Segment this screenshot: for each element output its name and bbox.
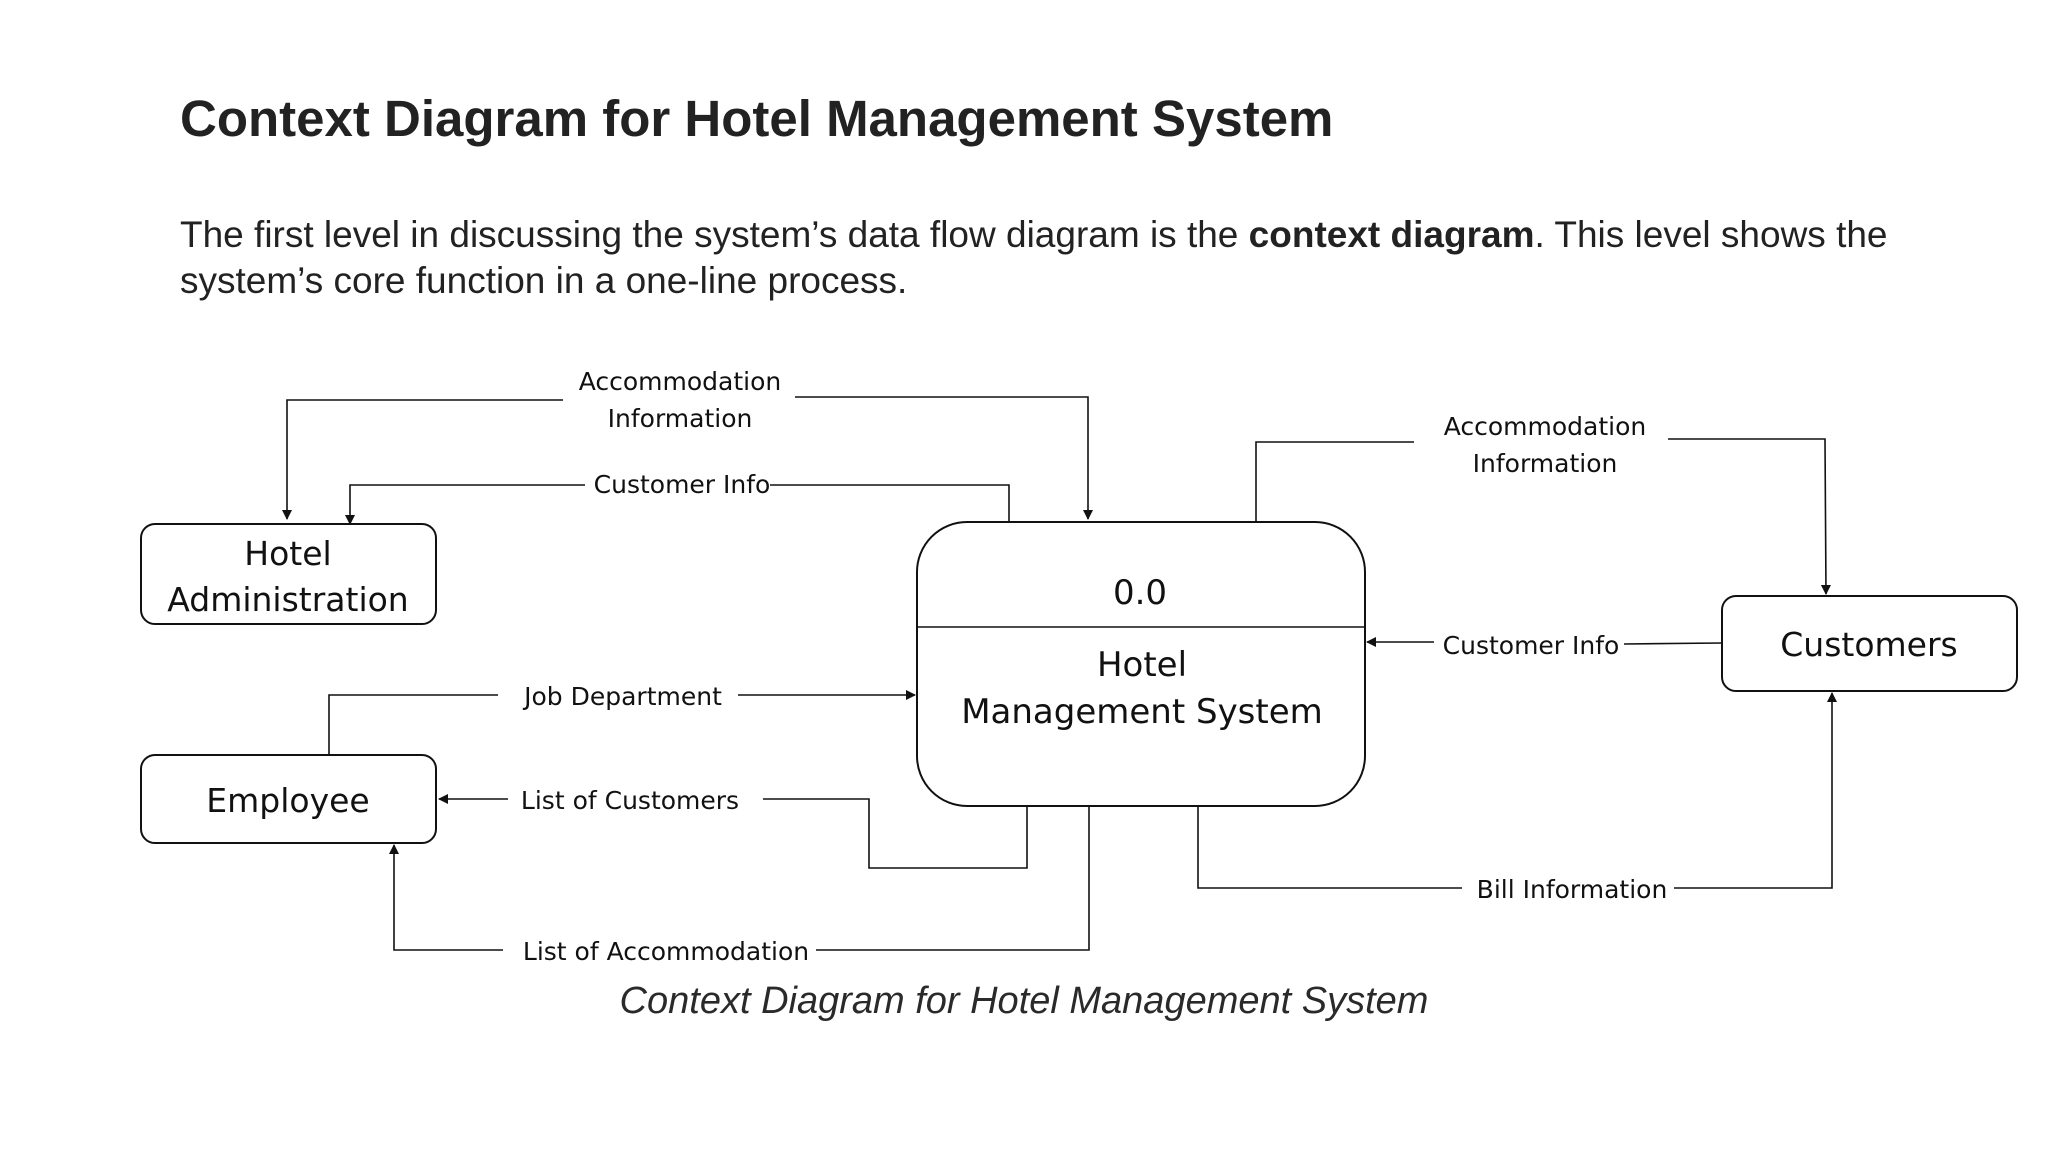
- entity-hotel-administration-line1: Hotel: [244, 534, 331, 573]
- entity-employee: Employee: [140, 754, 437, 844]
- flow-line-list-accommodation-right: [816, 806, 1090, 951]
- process-number: 0.0: [1113, 573, 1167, 613]
- process-name-line1: Hotel: [1097, 645, 1187, 685]
- flow-label-bill-information: Bill Information: [1477, 875, 1668, 904]
- page-title: Context Diagram for Hotel Management Sys…: [180, 90, 1334, 147]
- flow-label-list-of-accommodation: List of Accommodation: [523, 937, 809, 966]
- flow-label-customers-customer-info: Customer Info: [1443, 631, 1620, 660]
- flow-label-admin-accommodation-line2: Information: [608, 404, 753, 433]
- entity-hotel-administration-line2: Administration: [167, 580, 408, 619]
- flow-label-list-of-customers: List of Customers: [521, 786, 739, 815]
- entity-customers-label: Customers: [1780, 625, 1958, 664]
- flow-line-admin-accommodation-right: [795, 396, 1093, 520]
- flow-label-job-department: Job Department: [522, 682, 722, 711]
- intro-text-start: The first level in discussing the system…: [180, 214, 1249, 255]
- flow-line-bill-information-left: [1197, 806, 1462, 889]
- entity-employee-label: Employee: [206, 781, 369, 820]
- flow-line-admin-customer-info-left: [345, 484, 585, 525]
- figure-caption: Context Diagram for Hotel Management Sys…: [619, 980, 1429, 1022]
- intro-text-end: . This level shows the system’s core fun…: [180, 214, 1888, 301]
- flow-line-list-accommodation-left: [389, 844, 503, 951]
- flow-label-admin-accommodation-line1: Accommodation: [579, 367, 782, 396]
- flow-line-admin-accommodation-left: [282, 399, 563, 520]
- intro-bold-term: context diagram: [1248, 214, 1535, 255]
- flow-label-admin-customer-info: Customer Info: [594, 470, 771, 499]
- flow-line-admin-customer-info-right: [770, 484, 1010, 521]
- process-hotel-management-system: 0.0 Hotel Management System: [916, 521, 1366, 807]
- process-name-line2: Management System: [961, 692, 1323, 732]
- flow-label-customers-accommodation-line1: Accommodation: [1444, 412, 1647, 441]
- flow-line-customers-customer-info-right: [1623, 642, 1723, 645]
- flow-line-list-customers-right: [763, 798, 1028, 869]
- flow-line-customers-accommodation-left: [1255, 441, 1414, 521]
- flow-line-job-department-left: [328, 694, 498, 755]
- entity-customers: Customers: [1721, 595, 2018, 692]
- flow-line-bill-information-right: [1674, 692, 1837, 889]
- flow-line-customers-accommodation-right: [1668, 438, 1831, 595]
- flow-label-customers-accommodation-line2: Information: [1473, 449, 1618, 478]
- entity-hotel-administration: Hotel Administration: [140, 523, 437, 625]
- intro-paragraph: The first level in discussing the system…: [180, 212, 1940, 304]
